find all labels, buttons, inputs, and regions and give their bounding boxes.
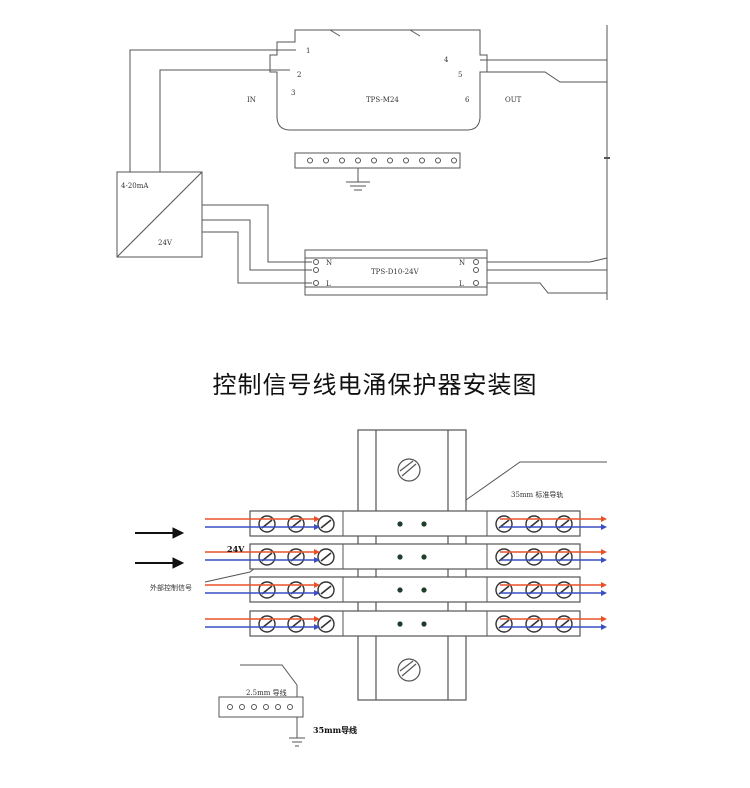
- rail-label: 35mm 标准导轨: [511, 490, 563, 499]
- power-in-l-label: L: [326, 280, 331, 288]
- pin-5-label: 5: [458, 71, 462, 79]
- protector-module: [205, 543, 607, 570]
- center-dot: [421, 587, 427, 593]
- signal-arrowhead: [314, 549, 320, 555]
- power-out-l-label: L: [459, 280, 464, 288]
- wire-sensor-to-power-l: [202, 231, 312, 284]
- signal-label: 外部控制信号: [150, 583, 192, 592]
- sensor-power-label: 24V: [158, 239, 173, 247]
- pin-3-label: 3: [291, 89, 295, 97]
- bottom-diagram-labels: 35mm 标准导轨 24V 外部控制信号 2.5mm 导线 35mm导线: [150, 490, 563, 735]
- wire-sensor-to-power-n: [202, 204, 312, 263]
- power-out-n-label: N: [459, 259, 465, 267]
- wire-power-out-n: [487, 257, 608, 263]
- module-body: [249, 543, 581, 570]
- center-dot: [421, 621, 427, 627]
- sensor-signal-label: 4-20mA: [121, 182, 149, 190]
- wire-sensor-to-power-mid: [202, 219, 312, 271]
- out-label: OUT: [505, 96, 522, 104]
- screw-slot: [320, 552, 332, 562]
- center-dot: [421, 554, 427, 560]
- power-surge-module: [304, 249, 488, 296]
- signal-leader-line: [204, 567, 256, 583]
- screw-slot: [320, 519, 332, 529]
- signal-arrowhead: [601, 582, 607, 588]
- top-diagram-labels: 1 2 3 4 5 6 IN OUT TPS-M24 4-20mA 24V TP…: [121, 47, 522, 288]
- module-body: [249, 510, 581, 537]
- rail-leader-line: [465, 461, 607, 501]
- signal-arrowhead: [601, 524, 607, 530]
- in-label: IN: [247, 96, 256, 104]
- signal-surge-module: [269, 29, 488, 131]
- pin-4-label: 4: [444, 56, 449, 64]
- center-dot: [397, 621, 403, 627]
- protector-module: [205, 510, 607, 537]
- top-wiring-diagram: [116, 25, 610, 300]
- center-dot: [397, 587, 403, 593]
- protector-module: [205, 576, 607, 603]
- signal-arrowhead: [314, 516, 320, 522]
- protector-module-rows: [205, 510, 607, 637]
- protector-module: [205, 610, 607, 637]
- signal-arrowhead: [601, 616, 607, 622]
- module-name-label: TPS-M24: [366, 96, 399, 104]
- module-body: [249, 610, 581, 637]
- ground-bar: [218, 664, 305, 747]
- wire-power-out-l: [487, 282, 607, 294]
- signal-arrowhead: [314, 524, 320, 530]
- wire-out-pin5: [480, 71, 607, 83]
- screw-slot: [320, 585, 332, 595]
- ground-terminal-strip: [294, 152, 461, 191]
- voltage-label: 24V: [227, 544, 245, 554]
- power-in-n-label: N: [326, 259, 332, 267]
- center-dot: [397, 554, 403, 560]
- signal-arrowhead: [601, 590, 607, 596]
- ground-wire-label: 35mm导线: [313, 725, 357, 735]
- ground-bar-label: 2.5mm 导线: [246, 688, 287, 697]
- signal-arrowhead: [314, 557, 320, 563]
- pin-1-label: 1: [306, 47, 310, 55]
- input-arrows: [135, 527, 185, 569]
- center-dot: [421, 521, 427, 527]
- module-body: [249, 576, 581, 603]
- wire-sensor-to-pin1: [129, 49, 296, 172]
- signal-arrowhead: [314, 624, 320, 630]
- signal-arrowhead: [601, 549, 607, 555]
- pin-6-label: 6: [465, 96, 470, 104]
- bottom-installation-diagram: [135, 429, 607, 747]
- signal-arrowhead: [314, 616, 320, 622]
- signal-arrowhead: [601, 557, 607, 563]
- signal-arrowhead: [601, 516, 607, 522]
- pin-2-label: 2: [297, 71, 301, 79]
- signal-arrowhead: [314, 582, 320, 588]
- wire-sensor-to-pin2: [159, 69, 290, 172]
- power-module-name-label: TPS-D10-24V: [371, 268, 420, 276]
- screw-slot: [320, 619, 332, 629]
- center-dot: [397, 521, 403, 527]
- signal-arrowhead: [314, 590, 320, 596]
- figure-title: 控制信号线电涌保护器安装图: [212, 371, 538, 399]
- signal-arrowhead: [601, 624, 607, 630]
